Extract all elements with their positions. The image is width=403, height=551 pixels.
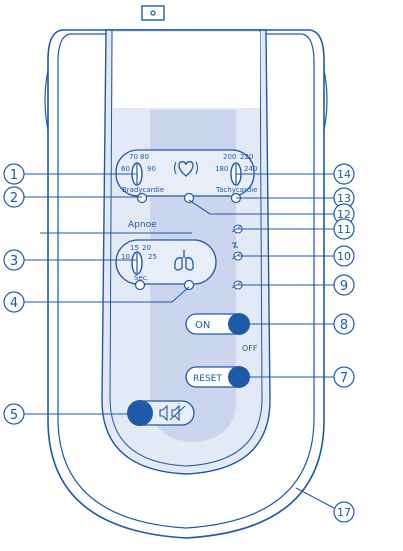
on-switch-knob[interactable] [228, 313, 250, 335]
callout-11-label: 11 [337, 223, 351, 236]
brady-tick-90: 90 [147, 165, 156, 173]
top-clip [141, 5, 165, 21]
right-grip [323, 69, 328, 131]
inner-case-rim [57, 33, 315, 529]
callout-2 [3, 186, 25, 208]
callout-10 [333, 245, 355, 267]
tachy-label: Tachycardie [215, 186, 257, 194]
apnoe-label: Apnoe [128, 220, 157, 230]
callout-7-label: 7 [340, 371, 348, 386]
leader-lines [24, 173, 335, 509]
apnoe-tick-20: 20 [142, 244, 151, 252]
mute-switch-knob[interactable] [127, 400, 153, 426]
callout-5-label: 5 [10, 408, 18, 423]
apnoe-tick-15: 15 [130, 244, 139, 252]
lungs-icon [174, 250, 194, 271]
callout-4-label: 4 [10, 296, 18, 311]
tachy-tick-220: 220 [240, 153, 253, 161]
callout-9 [333, 274, 355, 296]
callout-11 [333, 218, 355, 240]
callout-4 [3, 291, 25, 313]
brady-tick-80: 80 [140, 153, 149, 161]
callout-1 [3, 163, 25, 185]
off-label: OFF [242, 344, 258, 353]
callout-17 [333, 501, 355, 523]
callout-9-label: 9 [340, 279, 348, 294]
reset-label: RESET [193, 374, 222, 384]
callout-5 [3, 403, 25, 425]
apnoe-group [115, 239, 217, 285]
tachy-tick-200: 200 [223, 153, 236, 161]
brady-label: Bradycardie [122, 186, 164, 194]
apnoe-led-right [183, 279, 195, 291]
tachy-tick-180: 180 [215, 165, 228, 173]
brady-led [136, 192, 148, 204]
speaker-muted-icon [169, 404, 186, 422]
callout-12-label: 12 [337, 208, 351, 221]
apnoe-led-left [134, 279, 146, 291]
callout-1-label: 1 [10, 168, 18, 183]
apnoe-tick-10: 10 [121, 253, 130, 261]
callout-7 [333, 366, 355, 388]
callout-8-label: 8 [340, 318, 348, 333]
callout-17-label: 17 [337, 506, 351, 519]
front-panel-inner [109, 29, 263, 467]
brady-tick-60: 60 [121, 165, 130, 173]
brady-tick-70: 70 [129, 153, 138, 161]
heart-icon [173, 161, 199, 177]
callout-3-label: 3 [10, 254, 18, 269]
callout-3 [3, 249, 25, 271]
callout-circles: 1 2 3 4 5 14 13 12 11 10 9 8 7 17 [3, 163, 355, 523]
callout-8 [333, 313, 355, 335]
callout-14-label: 14 [337, 168, 351, 181]
callout-14 [333, 163, 355, 185]
tachy-tick-240: 240 [244, 165, 257, 173]
callout-10-label: 10 [337, 250, 351, 263]
left-grip [44, 69, 49, 131]
heart-led [183, 192, 195, 204]
reset-button-knob[interactable] [228, 366, 250, 388]
callout-2-label: 2 [10, 191, 18, 206]
apnoe-unit: Sec. [134, 274, 149, 282]
clip-hole [150, 10, 156, 16]
display-window [113, 32, 260, 108]
callout-13-label: 13 [337, 192, 351, 205]
battery-low-icon [232, 242, 238, 248]
speaker-icon [159, 404, 168, 422]
apnoe-tick-25: 25 [148, 253, 157, 261]
on-label: ON [195, 320, 210, 331]
